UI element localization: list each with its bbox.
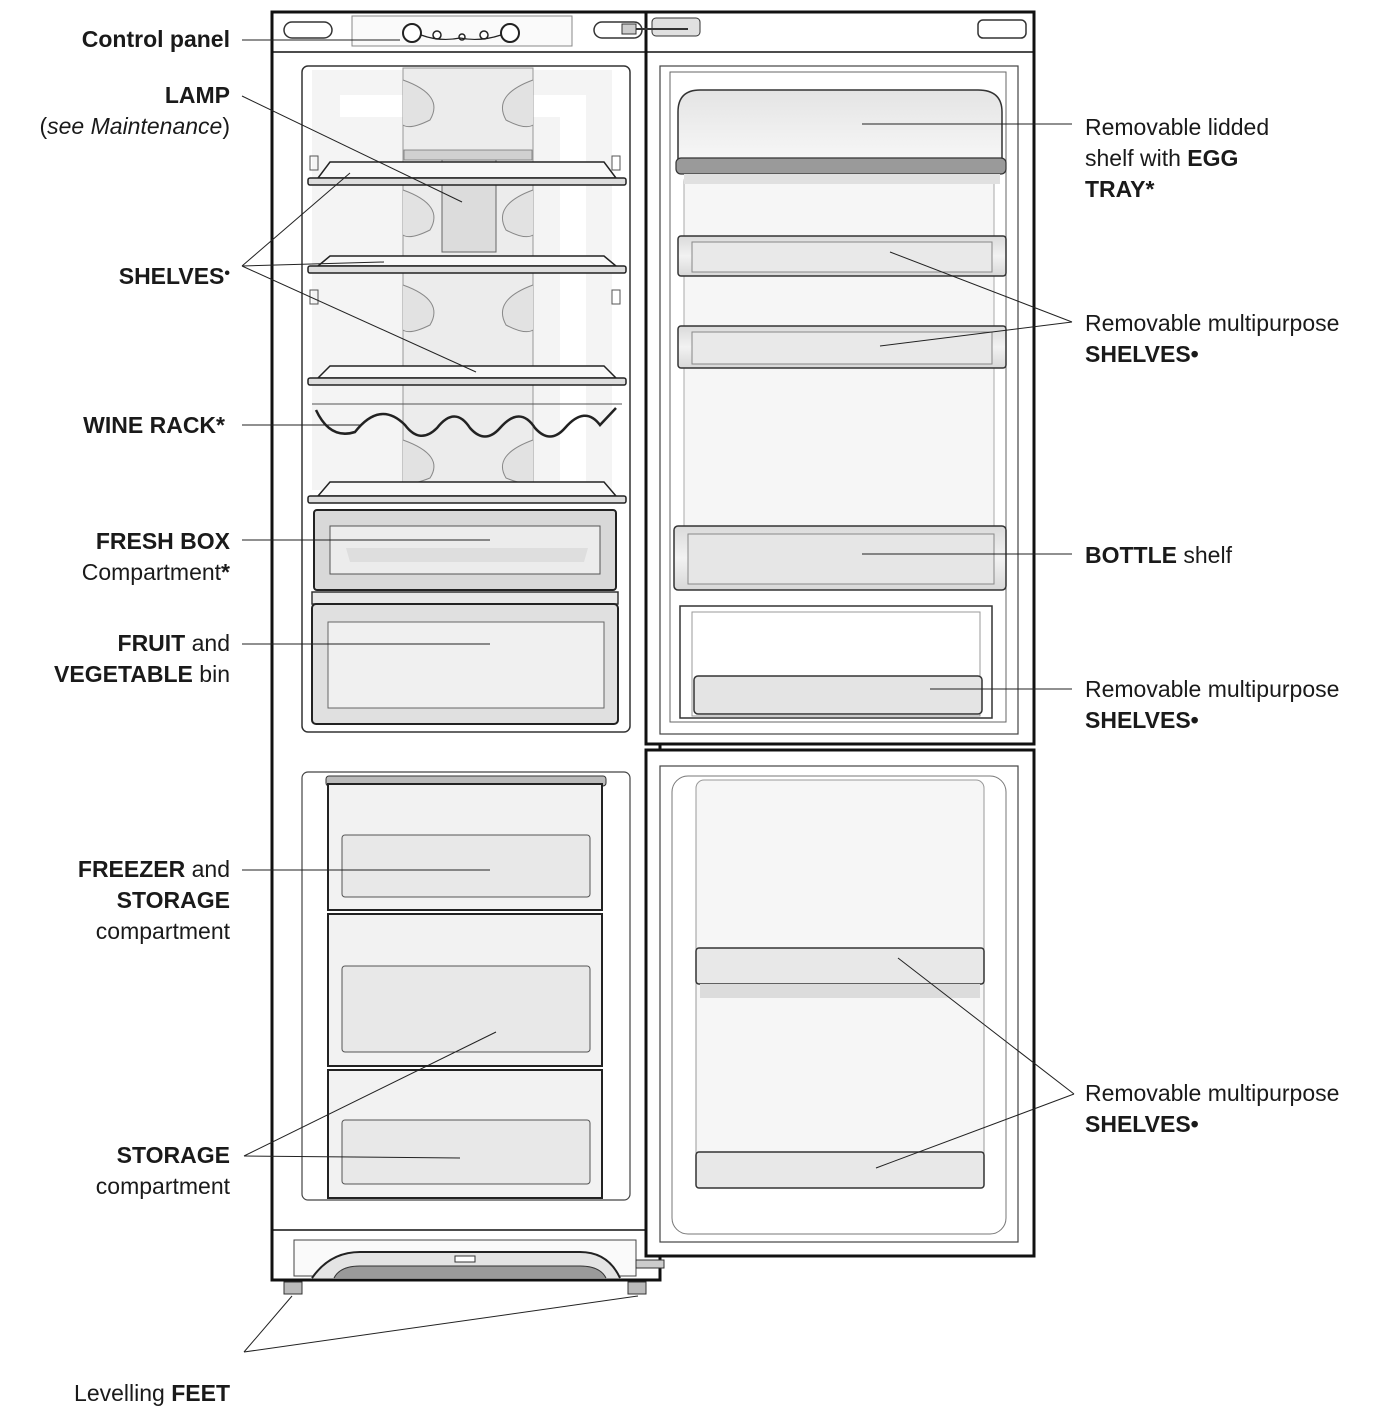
glass-shelf-2 xyxy=(307,255,627,274)
glass-shelf-4 xyxy=(307,481,627,504)
freezer-door-shelf-1 xyxy=(695,947,985,998)
thermostat-knob-icon[interactable] xyxy=(402,23,422,43)
label-storage: STORAGE compartment xyxy=(95,1142,230,1199)
wine-rack xyxy=(312,403,622,438)
label-lamp: LAMP (see Maintenance) xyxy=(39,82,230,139)
label-freezer-storage: FREEZER and STORAGE compartment xyxy=(77,856,230,944)
freezer-drawer-2 xyxy=(327,913,603,1067)
cabinet xyxy=(270,10,662,1295)
upper-door xyxy=(621,10,1036,746)
door-shelf-3 xyxy=(679,605,993,719)
label-fruit-vegetable-bin: FRUIT and VEGETABLE bin xyxy=(54,630,230,687)
fruit-vegetable-bin xyxy=(311,591,619,725)
freezer-compartment xyxy=(301,771,631,1201)
control-panel xyxy=(272,15,660,53)
levelling-foot-right xyxy=(627,1281,647,1295)
glass-shelf-3 xyxy=(307,365,627,386)
label-door-shelves-3: Removable multipurpose SHELVES• xyxy=(1085,1080,1340,1137)
plinth xyxy=(272,1229,660,1279)
leader-lines xyxy=(241,39,1075,1353)
door-shelf-2 xyxy=(677,325,1007,369)
freezer-door-shelf-2 xyxy=(695,1151,985,1189)
label-bottle-shelf: BOTTLE shelf xyxy=(1085,542,1232,568)
label-wine-rack: WINE RACK* xyxy=(83,412,225,438)
bottle-shelf xyxy=(673,525,1007,591)
label-levelling-feet: Levelling FEET xyxy=(74,1380,230,1406)
freezer-drawer-3 xyxy=(327,1069,603,1199)
label-egg-tray: Removable lidded shelf with EGG TRAY* xyxy=(1085,114,1270,202)
levelling-foot-left xyxy=(283,1281,303,1295)
label-door-shelves-2: Removable multipurpose SHELVES• xyxy=(1085,676,1340,733)
door-shelf-1 xyxy=(677,235,1007,277)
freezer-knob-icon[interactable] xyxy=(500,23,520,43)
label-fresh-box: FRESH BOX Compartment* xyxy=(81,528,230,585)
label-control-panel: Control panel xyxy=(81,26,230,52)
lower-door xyxy=(635,748,1036,1269)
fresh-box xyxy=(313,509,617,591)
label-door-shelves-1: Removable multipurpose SHELVES• xyxy=(1085,310,1340,367)
freezer-drawer-1 xyxy=(327,783,603,911)
egg-tray-lidded-shelf xyxy=(675,89,1007,184)
label-shelves: SHELVES• xyxy=(118,263,230,289)
glass-shelf-1 xyxy=(307,161,627,186)
